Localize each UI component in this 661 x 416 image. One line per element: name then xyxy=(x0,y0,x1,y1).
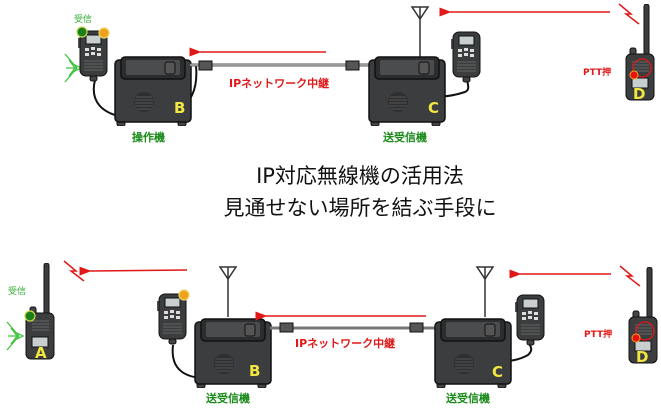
unit-c-caption: 送受信機 xyxy=(445,391,490,405)
antenna-icon xyxy=(220,267,236,317)
receive-led-icon xyxy=(76,26,88,38)
top-scenario: 受信 B 操作機 IPネットワーク中継 C 送受信機 PTT押 D xyxy=(65,4,654,144)
cable-connector xyxy=(409,322,424,333)
unit-c-mic-icon xyxy=(515,295,544,345)
radio-signal-icon xyxy=(64,261,84,281)
top-receive-label: 受信 xyxy=(74,13,92,25)
unit-d-letter: D xyxy=(636,348,648,366)
ptt-highlight-icon xyxy=(635,321,655,341)
receive-waves-icon xyxy=(65,54,81,82)
unit-c-letter: C xyxy=(492,363,503,381)
unit-b-letter: B xyxy=(174,99,185,117)
unit-d-letter: D xyxy=(633,85,645,103)
signal-arrow xyxy=(79,266,188,276)
radio-signal-icon xyxy=(620,266,640,286)
ptt-button-icon xyxy=(629,70,639,80)
unit-b-caption: 送受信機 xyxy=(205,391,250,405)
unit-b-letter: B xyxy=(249,362,260,380)
unit-c-mic-icon xyxy=(451,32,480,82)
unit-c-letter: C xyxy=(428,99,439,117)
bottom-receive-label: 受信 xyxy=(8,285,26,297)
antenna-icon xyxy=(412,7,428,57)
unit-d-ptt-label: PTT押 xyxy=(584,328,612,340)
receive-waves-icon xyxy=(7,322,23,350)
status-led-icon xyxy=(98,27,110,39)
operator-mic-icon xyxy=(78,31,107,81)
unit-b-mic-icon xyxy=(157,294,186,344)
unit-d-ptt-label: PTT押 xyxy=(583,66,611,78)
top-network-label: IPネットワーク中継 xyxy=(229,76,329,90)
antenna-icon xyxy=(477,267,493,317)
title-line-1: IP対応無線機の活用法 xyxy=(256,164,464,188)
bottom-network-label: IPネットワーク中継 xyxy=(295,336,395,350)
cable-connector xyxy=(198,60,213,71)
cable-connector xyxy=(279,322,294,333)
ptt-highlight-icon xyxy=(632,58,652,78)
unit-b-caption: 操作機 xyxy=(132,130,165,144)
unit-c-caption: 送受信機 xyxy=(382,130,427,144)
ptt-button-icon xyxy=(631,333,641,343)
unit-a-letter: A xyxy=(35,344,47,362)
title-line-2: 見通せない場所を結ぶ手段に xyxy=(224,196,497,220)
cable-connector xyxy=(345,60,360,71)
radio-signal-icon xyxy=(619,4,639,24)
bottom-scenario: 受信 A B 送受信機 IPネットワーク中継 C 送受信機 PTT押 D xyxy=(7,261,657,405)
receive-led-icon xyxy=(24,310,36,322)
status-led-icon xyxy=(178,289,190,301)
